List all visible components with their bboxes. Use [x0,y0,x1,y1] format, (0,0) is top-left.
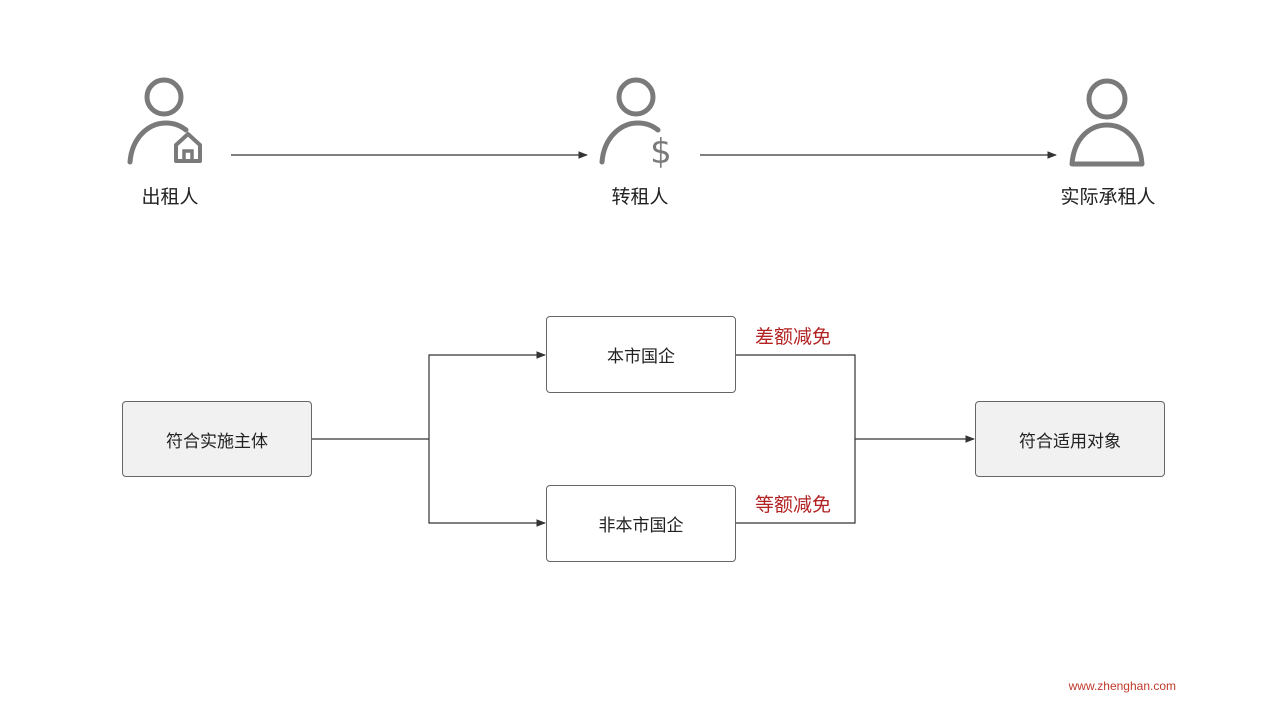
connector-nonlocal-soe-out [736,439,856,524]
footer-url: www.zhenghan.com [1068,679,1176,693]
actual-tenant-label: 实际承租人 [1060,186,1156,208]
person-dollar-icon: $ [599,77,672,169]
diff-relief-note: 差额减免 [755,326,832,348]
eligible-entity-box: 符合实施主体 [122,401,312,477]
eligible-target-box: 符合适用对象 [975,401,1165,477]
svg-text:$: $ [650,132,672,169]
eligible-entity-label: 符合实施主体 [166,431,268,452]
arrow-to-nonlocal-soe [428,439,546,527]
eligible-target-label: 符合适用对象 [1019,431,1121,452]
person-icon [1069,78,1145,167]
landlord-label: 出租人 [141,186,199,208]
local-soe-box: 本市国企 [546,316,736,393]
local-soe-label: 本市国企 [607,347,675,367]
nonlocal-soe-label: 非本市国企 [598,516,684,536]
person-house-icon [127,77,202,165]
equal-relief-note: 等额减免 [755,494,832,516]
nonlocal-soe-box: 非本市国企 [546,485,736,562]
sublessor-label: 转租人 [611,186,669,208]
connector-local-soe-out [736,354,856,439]
arrow-to-local-soe [428,351,546,439]
